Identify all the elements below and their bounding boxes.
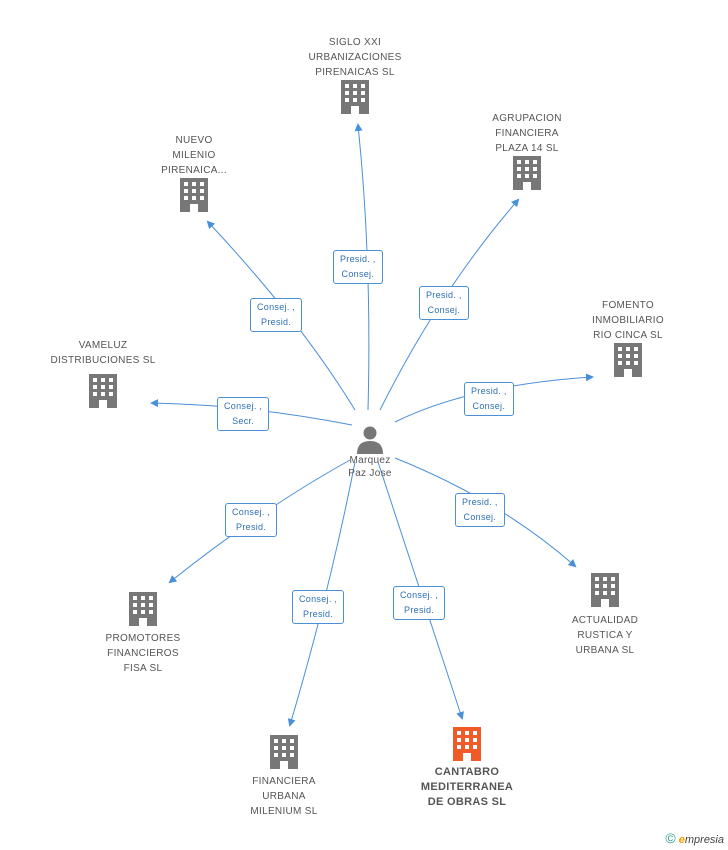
company-node-nuevo[interactable]: NUEVO MILENIO PIRENAICA... — [129, 133, 259, 212]
company-node-cantabro[interactable]: CANTABRO MEDITERRANEA DE OBRAS SL — [402, 727, 532, 810]
copyright-icon: © — [665, 830, 676, 846]
person-node[interactable]: Marquez Paz Jose — [330, 424, 410, 480]
company-name: CANTABRO MEDITERRANEA DE OBRAS SL — [420, 766, 514, 808]
company-node-financiera[interactable]: FINANCIERA URBANA MILENIUM SL — [219, 735, 349, 819]
building-icon — [89, 374, 117, 408]
building-icon-highlight — [453, 727, 481, 761]
role-label-agrupacion[interactable]: Presid. , Consej. — [419, 286, 469, 320]
role-label-actualidad[interactable]: Presid. , Consej. — [455, 493, 505, 527]
building-icon — [614, 343, 642, 377]
company-node-siglo[interactable]: SIGLO XXI URBANIZACIONES PIRENAICAS SL — [290, 35, 420, 114]
company-name: NUEVO MILENIO PIRENAICA... — [161, 135, 227, 176]
building-icon — [270, 735, 298, 769]
company-name: ACTUALIDAD RUSTICA Y URBANA SL — [571, 615, 639, 656]
company-node-promotores[interactable]: PROMOTORES FINANCIEROS FISA SL — [78, 592, 208, 676]
role-label-cantabro[interactable]: Consej. , Presid. — [393, 586, 446, 620]
company-node-vameluz[interactable]: VAMELUZ DISTRIBUCIONES SL — [38, 338, 168, 408]
brand-name: mpresia — [684, 834, 724, 846]
company-name: AGRUPACION FINANCIERA PLAZA 14 SL — [492, 113, 562, 154]
person-icon — [357, 426, 383, 454]
company-name: SIGLO XXI URBANIZACIONES PIRENAICAS SL — [308, 37, 402, 78]
company-node-fomento[interactable]: FOMENTO INMOBILIARIO RIO CINCA SL — [563, 298, 693, 377]
person-name: Marquez Paz Jose — [348, 455, 392, 479]
role-label-promotores[interactable]: Consej. , Presid. — [225, 503, 278, 537]
building-icon — [341, 80, 369, 114]
brand-letter: e — [678, 834, 685, 846]
building-icon — [180, 178, 208, 212]
company-name: FOMENTO INMOBILIARIO RIO CINCA SL — [592, 300, 664, 341]
building-icon — [129, 592, 157, 626]
building-icon — [513, 156, 541, 190]
company-name: FINANCIERA URBANA MILENIUM SL — [250, 776, 318, 817]
role-label-fomento[interactable]: Presid. , Consej. — [464, 382, 514, 416]
role-label-financiera[interactable]: Consej. , Presid. — [292, 590, 345, 624]
brand-footer: © empresia — [665, 830, 724, 846]
role-label-nuevo[interactable]: Consej. , Presid. — [250, 298, 303, 332]
company-node-actualidad[interactable]: ACTUALIDAD RUSTICA Y URBANA SL — [540, 573, 670, 658]
role-label-siglo[interactable]: Presid. , Consej. — [333, 250, 383, 284]
building-icon — [591, 573, 619, 607]
company-name: VAMELUZ DISTRIBUCIONES SL — [50, 340, 156, 366]
company-name: PROMOTORES FINANCIEROS FISA SL — [105, 633, 181, 674]
company-node-agrupacion[interactable]: AGRUPACION FINANCIERA PLAZA 14 SL — [462, 111, 592, 190]
role-label-vameluz[interactable]: Consej. , Secr. — [217, 397, 270, 431]
